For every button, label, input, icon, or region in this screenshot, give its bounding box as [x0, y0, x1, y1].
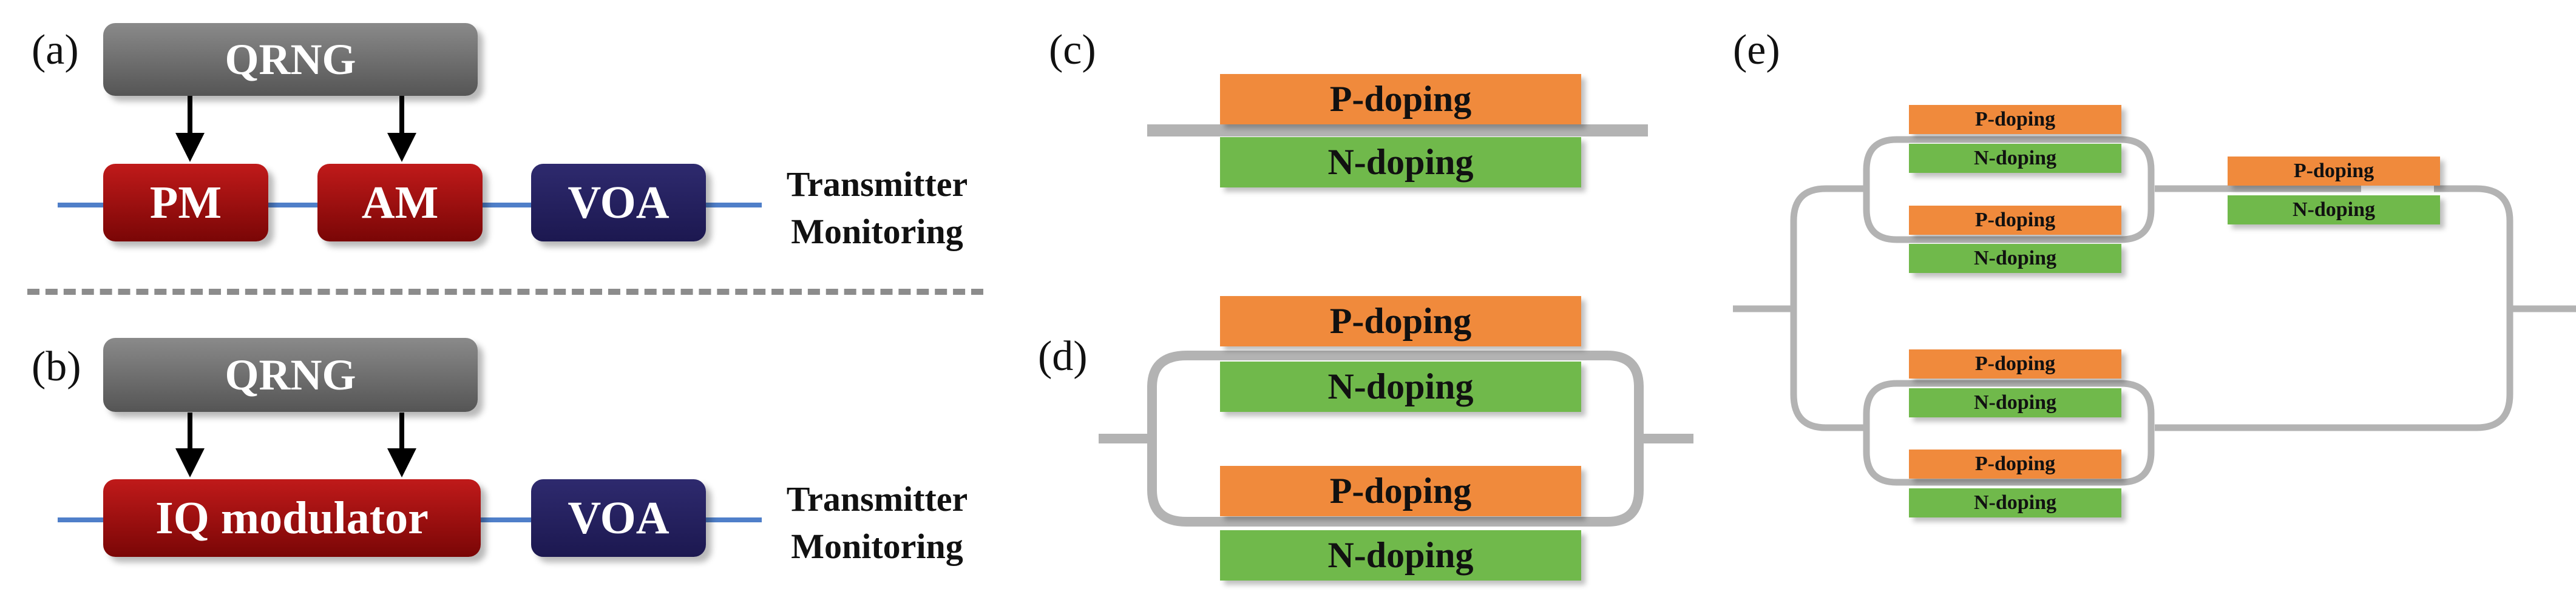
n-doping-e-1: N-doping: [1909, 144, 2121, 173]
p-doping-e-3: P-doping: [1909, 349, 2121, 379]
panel-label-c: (c): [1049, 27, 1096, 73]
n-doping-c: N-doping: [1220, 137, 1581, 187]
p-doping-e-1: P-doping: [1909, 105, 2121, 134]
n-doping-e-4: N-doping: [1909, 488, 2121, 517]
iq-modulator-block: IQ modulator: [103, 479, 481, 557]
panel-label-d: (d): [1038, 333, 1088, 380]
qrng-block-a: QRNG: [103, 23, 478, 96]
transmitter-monitoring-b: Transmitter Monitoring: [771, 476, 983, 570]
p-doping-e-2: P-doping: [1909, 206, 2121, 235]
p-doping-e-4: P-doping: [1909, 450, 2121, 479]
panel-label-e: (e): [1733, 27, 1780, 73]
n-doping-e-2: N-doping: [1909, 244, 2121, 273]
qrng-block-b: QRNG: [103, 338, 478, 412]
n-doping-e-outer: N-doping: [2228, 195, 2440, 224]
panel-separator: [27, 289, 983, 295]
panel-label-b: (b): [32, 343, 81, 390]
p-doping-d-lower: P-doping: [1220, 466, 1581, 516]
waveguide-d: [1099, 351, 1693, 527]
monitor-line-1-b: Transmitter: [786, 479, 968, 519]
p-doping-e-outer: P-doping: [2228, 157, 2440, 186]
panel-label-a: (a): [32, 27, 79, 73]
n-doping-d-lower: N-doping: [1220, 530, 1581, 581]
p-doping-d-upper: P-doping: [1220, 296, 1581, 346]
am-block: AM: [317, 164, 483, 241]
monitor-line-1-a: Transmitter: [786, 164, 968, 204]
waveguide-e: [1733, 136, 2576, 486]
n-doping-e-3: N-doping: [1909, 388, 2121, 417]
n-doping-d-upper: N-doping: [1220, 362, 1581, 412]
voa-block-a: VOA: [531, 164, 706, 241]
transmitter-monitoring-a: Transmitter Monitoring: [771, 161, 983, 255]
voa-block-b: VOA: [531, 479, 706, 557]
p-doping-c: P-doping: [1220, 74, 1581, 124]
monitor-line-2-a: Monitoring: [791, 212, 963, 251]
monitor-line-2-b: Monitoring: [791, 527, 963, 566]
pm-block: PM: [103, 164, 268, 241]
